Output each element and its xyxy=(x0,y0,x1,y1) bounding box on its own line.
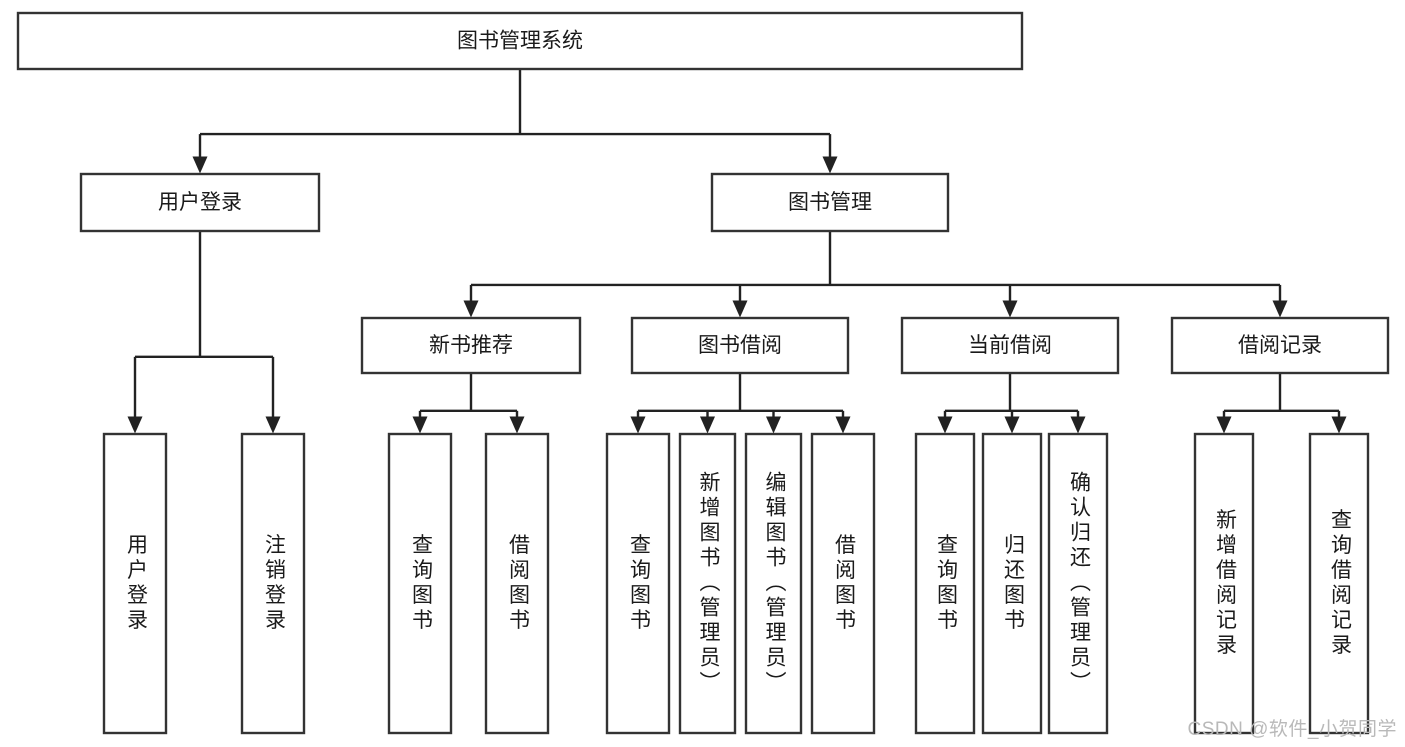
arrow-head-icon xyxy=(412,416,428,434)
node-leaf-user-logout[interactable]: 注销登录 xyxy=(240,432,306,735)
arrow-head-icon xyxy=(1004,416,1020,434)
node-leaf-add-book-admin[interactable]: 新增图书（管理员） xyxy=(678,432,737,735)
arrow-head-icon xyxy=(937,416,953,434)
node-leaf-query-book-recommend[interactable]: 查询图书 xyxy=(387,432,453,735)
node-box xyxy=(678,432,737,735)
node-layer: 图书管理系统用户登录图书管理新书推荐图书借阅当前借阅借阅记录用户登录注销登录查询… xyxy=(16,11,1390,735)
node-label: 用户登录 xyxy=(158,191,242,214)
arrow-head-icon xyxy=(822,156,838,174)
arrow-head-icon xyxy=(463,300,479,318)
node-leaf-borrow-book-recommend[interactable]: 借阅图书 xyxy=(484,432,550,735)
arrow-head-icon xyxy=(1002,300,1018,318)
node-leaf-edit-book-admin[interactable]: 编辑图书（管理员） xyxy=(744,432,803,735)
arrow-head-icon xyxy=(630,416,646,434)
node-box xyxy=(630,316,850,375)
node-box xyxy=(79,172,321,233)
node-label: 新增借阅记录 xyxy=(1213,509,1237,659)
arrow-head-icon xyxy=(1272,300,1288,318)
node-box xyxy=(484,432,550,735)
connector-layer xyxy=(127,69,1347,434)
node-leaf-add-borrow-record[interactable]: 新增借阅记录 xyxy=(1193,432,1255,735)
node-box xyxy=(16,11,1024,71)
node-box xyxy=(1308,432,1370,735)
node-book-management[interactable]: 图书管理 xyxy=(710,172,950,233)
node-box xyxy=(1193,432,1255,735)
arrow-head-icon xyxy=(127,416,143,434)
node-box xyxy=(387,432,453,735)
node-label: 查询图书 xyxy=(934,534,958,634)
node-label: 注销登录 xyxy=(262,534,286,634)
arrow-head-icon xyxy=(700,416,715,434)
node-box xyxy=(981,432,1043,735)
node-book-borrow[interactable]: 图书借阅 xyxy=(630,316,850,375)
node-leaf-query-book-current[interactable]: 查询图书 xyxy=(914,432,976,735)
node-label: 查询图书 xyxy=(627,534,651,634)
arrow-head-icon xyxy=(1331,416,1347,434)
node-box xyxy=(1047,432,1109,735)
node-label: 新增图书（管理员） xyxy=(697,471,721,696)
node-box xyxy=(744,432,803,735)
node-box xyxy=(900,316,1120,375)
node-label: 图书借阅 xyxy=(698,334,782,357)
node-label: 用户登录 xyxy=(124,534,148,634)
node-label: 查询图书 xyxy=(409,534,433,634)
node-label: 图书管理 xyxy=(788,191,872,214)
node-box xyxy=(605,432,671,735)
node-new-book-recommend[interactable]: 新书推荐 xyxy=(360,316,582,375)
node-leaf-confirm-return-admin[interactable]: 确认归还（管理员） xyxy=(1047,432,1109,735)
node-label: 借阅图书 xyxy=(832,534,856,634)
node-label: 查询借阅记录 xyxy=(1328,509,1352,659)
node-leaf-borrow-book[interactable]: 借阅图书 xyxy=(810,432,876,735)
node-box xyxy=(1170,316,1390,375)
arrow-head-icon xyxy=(732,300,748,318)
node-box xyxy=(102,432,168,735)
node-box xyxy=(710,172,950,233)
node-label: 图书管理系统 xyxy=(457,30,583,53)
node-label: 当前借阅 xyxy=(968,334,1052,357)
node-box xyxy=(360,316,582,375)
node-borrow-record[interactable]: 借阅记录 xyxy=(1170,316,1390,375)
node-label: 新书推荐 xyxy=(429,334,513,357)
arrow-head-icon xyxy=(1070,416,1086,434)
node-root[interactable]: 图书管理系统 xyxy=(16,11,1024,71)
arrow-head-icon xyxy=(192,156,208,174)
node-current-borrow[interactable]: 当前借阅 xyxy=(900,316,1120,375)
node-leaf-query-borrow-record[interactable]: 查询借阅记录 xyxy=(1308,432,1370,735)
node-label: 借阅记录 xyxy=(1238,334,1322,357)
arrow-head-icon xyxy=(265,416,281,434)
watermark-label: CSDN @软件_小贺同学 xyxy=(1187,719,1397,740)
node-label: 归还图书 xyxy=(1001,534,1025,634)
node-label: 借阅图书 xyxy=(506,534,530,634)
arrow-head-icon xyxy=(835,416,851,434)
arrow-head-icon xyxy=(766,416,781,434)
node-box xyxy=(240,432,306,735)
node-leaf-user-login[interactable]: 用户登录 xyxy=(102,432,168,735)
node-leaf-query-book-borrow[interactable]: 查询图书 xyxy=(605,432,671,735)
node-label: 确认归还（管理员） xyxy=(1067,471,1091,696)
node-box xyxy=(810,432,876,735)
node-box xyxy=(914,432,976,735)
node-label: 编辑图书（管理员） xyxy=(763,471,787,696)
arrow-head-icon xyxy=(1216,416,1232,434)
node-user-login[interactable]: 用户登录 xyxy=(79,172,321,233)
arrow-head-icon xyxy=(509,416,525,434)
node-leaf-return-book[interactable]: 归还图书 xyxy=(981,432,1043,735)
